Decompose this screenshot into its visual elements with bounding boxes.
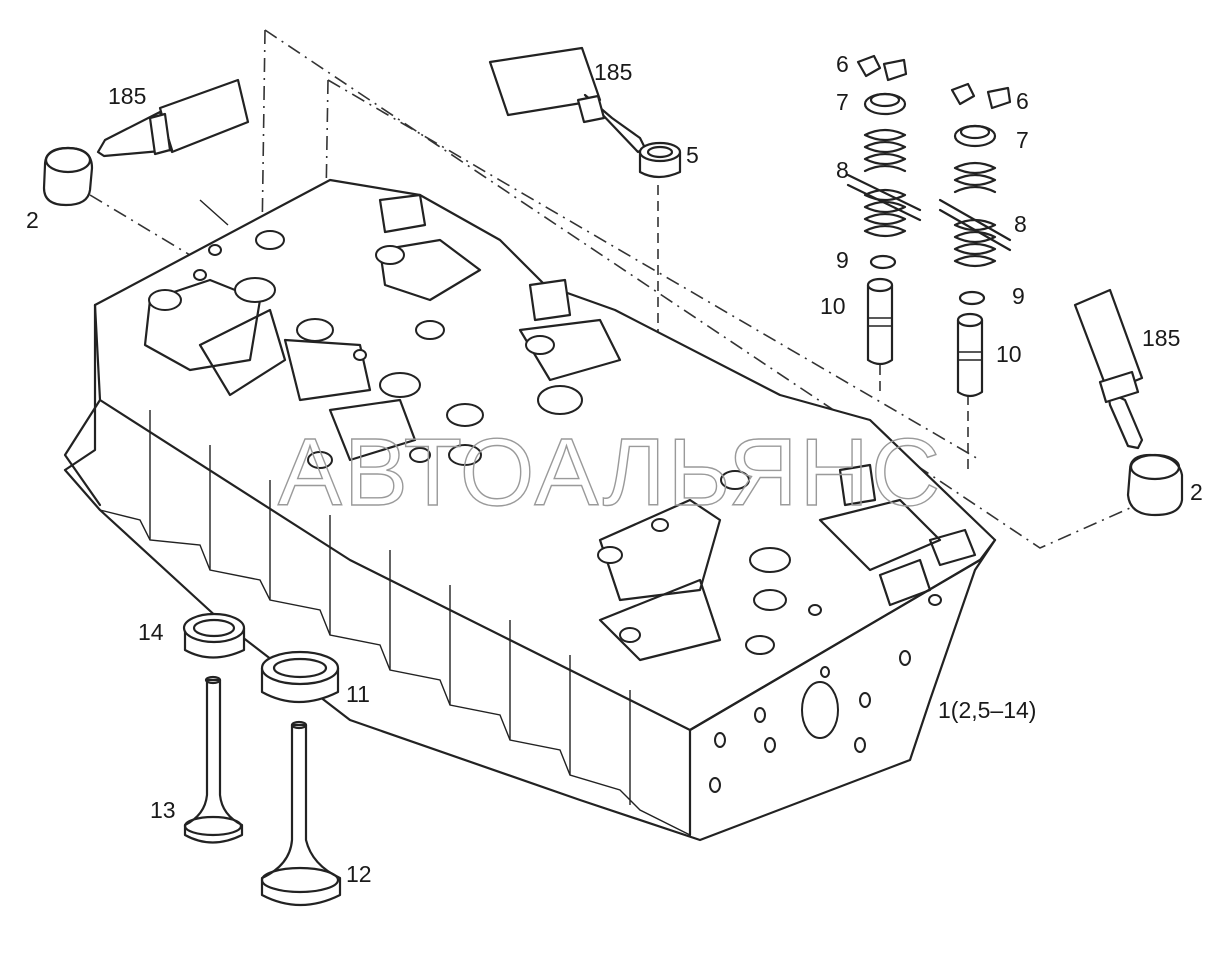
label-valve-12: 12 [346, 861, 372, 887]
label-keeper-right: 6 [1016, 88, 1029, 114]
label-guide-left: 10 [820, 293, 846, 319]
label-retainer-right: 7 [1016, 127, 1029, 153]
sealant-tube-left [96, 78, 250, 158]
valve-stack-right [938, 82, 1012, 398]
label-seat-14: 14 [138, 619, 164, 645]
plug-left [42, 146, 94, 207]
seat-11 [260, 650, 340, 704]
label-guide-right: 10 [996, 341, 1022, 367]
seat-14 [182, 612, 246, 659]
callout-labels: 185 185 185 2 2 5 6 6 7 7 8 8 9 9 10 10 … [26, 51, 1203, 887]
sealant-tube-right [1073, 288, 1144, 450]
label-sealant-top: 185 [594, 59, 632, 85]
label-spring-left: 8 [836, 157, 849, 183]
label-plug-right: 2 [1190, 479, 1203, 505]
label-plug-left: 2 [26, 207, 39, 233]
label-seat-11: 11 [346, 681, 370, 707]
seal-5 [638, 141, 682, 179]
watermark: АВТОАЛЬЯНС [278, 419, 942, 526]
label-keeper-left: 6 [836, 51, 849, 77]
valve-stack-left [846, 54, 922, 366]
label-sealant-left: 185 [108, 83, 146, 109]
sealant-tube-top [488, 46, 647, 154]
label-retainer-left: 7 [836, 89, 849, 115]
label-washer-left: 9 [836, 247, 849, 273]
valve-13 [183, 675, 244, 844]
plug-right [1126, 453, 1184, 517]
label-spring-right: 8 [1014, 211, 1027, 237]
label-seal-5: 5 [686, 142, 699, 168]
label-sealant-right: 185 [1142, 325, 1180, 351]
valve-12 [260, 720, 342, 907]
label-washer-right: 9 [1012, 283, 1025, 309]
label-valve-13: 13 [150, 797, 176, 823]
label-assembly: 1(2,5–14) [938, 697, 1036, 723]
